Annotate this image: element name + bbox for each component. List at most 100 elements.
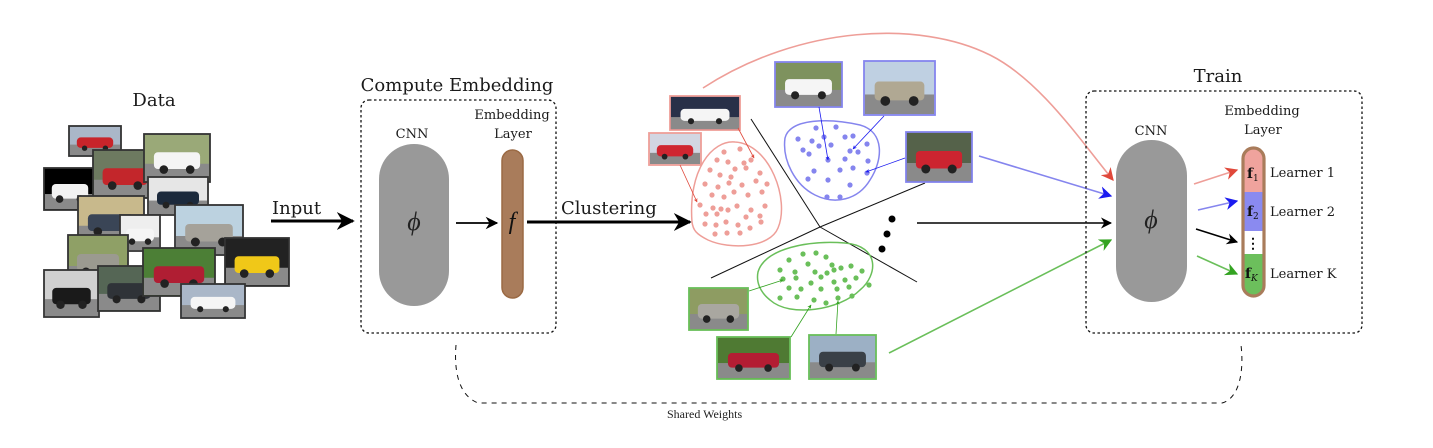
train-embedding-label-line2: Layer <box>1244 123 1282 138</box>
train-embedding-layer <box>1241 146 1266 298</box>
car-icon <box>52 287 91 305</box>
photo-to-point-arrow <box>737 127 755 159</box>
cluster-k-point <box>805 261 811 267</box>
cluster-1-point <box>762 203 768 209</box>
cluster-2-point <box>850 133 856 139</box>
cluster-k-point <box>792 269 798 275</box>
learner-2-symbol: f2 <box>1247 204 1259 222</box>
cluster-1-point <box>732 166 738 172</box>
cluster-2-example-photo <box>774 61 843 108</box>
cluster-k-point <box>842 277 848 283</box>
cluster-example-photos <box>648 60 973 380</box>
cluster-k-point <box>846 284 852 290</box>
cnn-label: CNN <box>396 127 429 142</box>
cluster-k-point <box>824 270 830 276</box>
cluster-k-example-photo <box>808 334 877 380</box>
data-thumbnail <box>43 269 100 318</box>
cluster-1-point <box>714 211 720 217</box>
cluster-2-point <box>813 125 819 131</box>
cluster-2-point <box>806 151 812 157</box>
cluster-1-point <box>718 206 724 212</box>
cluster-1-point <box>723 219 729 225</box>
cluster-1-point <box>737 146 743 152</box>
data-thumbnail <box>119 214 161 252</box>
cluster-1-point <box>712 231 718 237</box>
data-thumbnail <box>224 237 290 287</box>
cluster-1-point <box>757 170 763 176</box>
compute-embedding-title: Compute Embedding <box>361 75 554 96</box>
data-thumbnail-collage <box>43 125 290 319</box>
cluster-k-point <box>829 262 835 268</box>
cluster-k-point <box>818 274 824 280</box>
ellipsis-segment <box>1243 231 1264 254</box>
car-icon <box>157 191 199 205</box>
cluster-2-point <box>847 182 853 188</box>
cluster-2-point <box>864 141 870 147</box>
embedding-layer-label-line2: Layer <box>494 127 532 142</box>
car-icon <box>727 352 780 368</box>
train-cnn-label: CNN <box>1135 124 1168 139</box>
car-icon <box>874 81 925 101</box>
cluster-k-point <box>813 250 819 256</box>
car-icon <box>785 79 832 95</box>
cluster-2-point <box>805 176 811 182</box>
cluster-2-point <box>842 134 848 140</box>
cluster-2-point <box>825 177 831 183</box>
cluster-k-point <box>800 251 806 257</box>
cluster-1-point <box>737 230 743 236</box>
car-icon <box>185 224 233 242</box>
cluster-1-point <box>734 203 740 209</box>
cluster-k-point <box>838 265 844 271</box>
cluster-1-point <box>745 192 751 198</box>
cluster-k-point <box>786 257 792 263</box>
learner-1-symbol: f1 <box>1247 166 1259 184</box>
cluster-1-point <box>725 207 731 213</box>
cluster-2-point <box>842 156 848 162</box>
car-icon <box>234 256 280 274</box>
cluster-k-point <box>823 254 829 260</box>
car-icon <box>656 145 694 157</box>
cluster-k-point <box>786 285 792 291</box>
cluster-2-point <box>847 148 853 154</box>
learner-2-segment <box>1243 192 1264 231</box>
cluster-1-point <box>735 222 741 228</box>
cluster-1-point <box>724 230 730 236</box>
car-icon <box>107 283 151 299</box>
cluster-k-point <box>823 300 829 306</box>
cluster-k-point <box>831 279 837 285</box>
photo-to-point-arrow <box>790 304 812 338</box>
cluster-1-point <box>739 182 745 188</box>
photo-to-point-arrow <box>852 115 885 150</box>
cluster-1-example-photo <box>669 95 741 131</box>
cluster-2-point <box>824 194 830 200</box>
cluster-k-point <box>859 268 865 274</box>
cluster-2-point <box>809 138 815 144</box>
cluster-1-point <box>697 202 703 208</box>
data-title: Data <box>132 90 175 111</box>
cluster-1-to-train-arrow <box>702 32 1114 181</box>
cluster-1-point <box>721 194 727 200</box>
cluster-k-to-train-arrow <box>888 239 1113 354</box>
cluster-1-point <box>758 219 764 225</box>
cnn-to-learner-k-arrow <box>1196 255 1239 276</box>
cnn-to-learner-2-arrow <box>1197 197 1239 211</box>
cluster-1-point <box>726 180 732 186</box>
compute-embedding-box <box>360 99 557 334</box>
cluster-1-point <box>757 213 763 219</box>
photo-to-point-arrow <box>748 279 784 292</box>
cluster-1-point <box>707 167 713 173</box>
car-icon <box>680 108 730 121</box>
partition-line <box>819 226 918 283</box>
train-box <box>1085 90 1363 334</box>
cluster-1-point <box>743 214 749 220</box>
cluster-2-boundary <box>783 120 881 201</box>
ellipsis-dot <box>888 215 896 223</box>
car-icon <box>102 168 148 186</box>
cluster-k-point <box>777 295 783 301</box>
partition-line <box>710 226 821 279</box>
cluster-1-point <box>702 181 708 187</box>
cluster-2-point <box>850 165 856 171</box>
cluster-k-point <box>849 293 855 299</box>
car-icon <box>697 303 740 319</box>
